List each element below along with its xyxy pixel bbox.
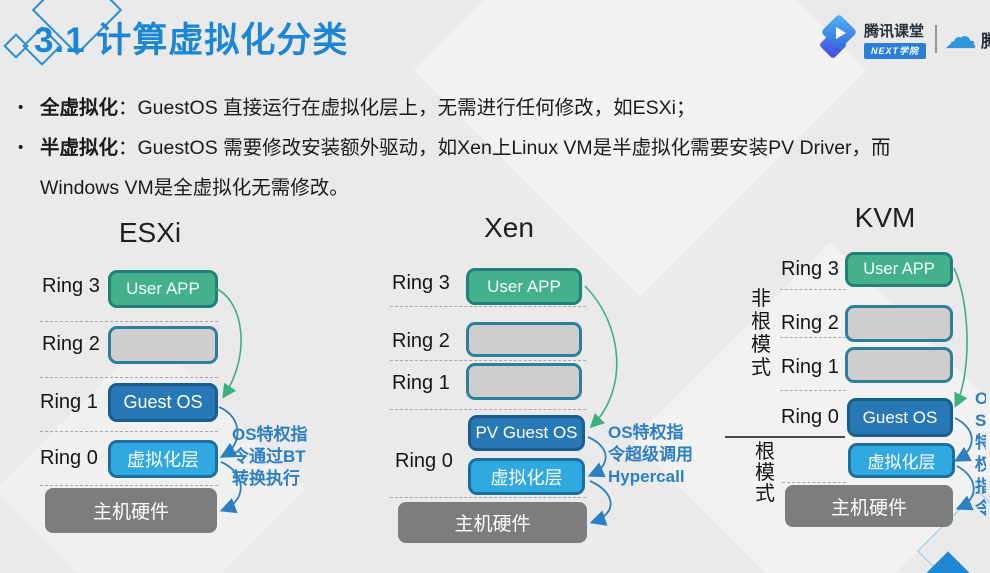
header-logos: 腾讯课堂 NEXT学院 ☁ 腾讯云 bbox=[818, 13, 990, 65]
empty-ring-box bbox=[845, 305, 953, 342]
user-app-box: User APP bbox=[845, 252, 953, 287]
ring-divider bbox=[40, 431, 218, 432]
tencent-classroom-logo-text: 腾讯课堂 bbox=[864, 22, 925, 40]
guest-os-box: Guest OS bbox=[108, 383, 218, 422]
tencent-classroom-logo-icon bbox=[818, 13, 858, 61]
bullet-term: 全虚拟化 bbox=[40, 97, 119, 119]
green-arrow bbox=[953, 267, 968, 408]
page-title: 3.1 计算虚拟化分类 bbox=[34, 21, 349, 60]
mode-divider-line bbox=[725, 436, 845, 438]
bullet-term: 半虚拟化 bbox=[40, 137, 119, 159]
annotation-line: 转换执行 bbox=[232, 469, 300, 488]
empty-ring-box bbox=[466, 363, 582, 400]
ring-divider bbox=[40, 485, 218, 486]
empty-ring-box bbox=[108, 326, 218, 364]
tencent-classroom-logo: 腾讯课堂 NEXT学院 bbox=[864, 20, 928, 59]
root-mode-label: 根模式 bbox=[755, 441, 775, 505]
clipped-annotation: OS特权指令 bbox=[975, 389, 986, 518]
diagram-title: ESXi bbox=[118, 217, 182, 248]
ring-divider bbox=[40, 321, 218, 322]
ring-divider bbox=[40, 377, 218, 378]
diagram-kvm: KVM 非根模式 Ring 3 User APP Ring 2 Ring 1 R… bbox=[698, 190, 990, 550]
hypercall-annotation: OS特权指 令超级调用 Hypercall bbox=[608, 422, 693, 488]
empty-ring-box bbox=[466, 322, 582, 357]
annotation-line: 令超级调用 bbox=[608, 445, 693, 464]
bullet-text: ：GuestOS 需要修改安装额外驱动，如Xen上Linux VM是半虚拟化需要… bbox=[40, 137, 891, 199]
diagram-esxi: ESXi Ring 3 User APP Ring 2 Ring 1 Guest… bbox=[20, 205, 350, 557]
virtualization-layer-box: 虚拟化层 bbox=[848, 443, 955, 478]
non-root-mode-label: 非根模式 bbox=[751, 288, 771, 379]
ring-divider bbox=[780, 390, 846, 391]
ring0-label: Ring 0 bbox=[395, 450, 453, 472]
empty-ring-box bbox=[845, 347, 953, 383]
ring-divider bbox=[390, 497, 586, 498]
ring1-label: Ring 1 bbox=[781, 356, 839, 378]
pv-guest-os-box: PV Guest OS bbox=[468, 415, 585, 451]
play-icon bbox=[836, 27, 846, 39]
ring-divider bbox=[782, 482, 846, 483]
green-arrow bbox=[216, 288, 242, 399]
annotation-line: OS特权指 bbox=[232, 425, 308, 444]
bullet-item-full-virtualization: • 全虚拟化：GuestOS 直接运行在虚拟化层上，无需进行任何修改，如ESXi； bbox=[16, 88, 966, 128]
bullet-item-para-virtualization: • 半虚拟化：GuestOS 需要修改安装额外驱动，如Xen上Linux VM是半… bbox=[16, 128, 966, 208]
annotation-line: OS特权指 bbox=[608, 423, 684, 442]
diamond-decoration-icon bbox=[3, 33, 29, 59]
user-app-box: User APP bbox=[466, 268, 582, 305]
guest-os-box: Guest OS bbox=[847, 398, 953, 437]
diagram-title: KVM bbox=[854, 202, 916, 233]
ring1-label: Ring 1 bbox=[392, 372, 450, 394]
bullet-marker: • bbox=[18, 139, 24, 156]
annotation-line: 令通过BT bbox=[232, 447, 306, 466]
ring-divider bbox=[390, 306, 586, 307]
ring0-label: Ring 0 bbox=[781, 406, 839, 428]
ring2-label: Ring 2 bbox=[781, 312, 839, 334]
next-academy-badge: NEXT学院 bbox=[864, 42, 927, 59]
bullet-list: • 全虚拟化：GuestOS 直接运行在虚拟化层上，无需进行任何修改，如ESXi；… bbox=[16, 88, 966, 208]
ring-divider bbox=[390, 409, 586, 410]
ring-divider bbox=[390, 360, 586, 361]
ring3-label: Ring 3 bbox=[392, 272, 450, 294]
bt-translation-annotation: OS特权指 令通过BT 转换执行 bbox=[232, 424, 308, 490]
bullet-text: ：GuestOS 直接运行在虚拟化层上，无需进行任何修改，如ESXi； bbox=[118, 97, 696, 119]
ring2-label: Ring 2 bbox=[392, 330, 450, 352]
blue-arrow bbox=[953, 417, 973, 462]
ring2-label: Ring 2 bbox=[42, 333, 100, 355]
blue-arrow bbox=[587, 436, 607, 478]
virtualization-layer-box: 虚拟化层 bbox=[108, 440, 218, 478]
virtualization-layer-box: 虚拟化层 bbox=[468, 458, 585, 495]
ring-divider bbox=[780, 289, 846, 290]
annotation-line: Hypercall bbox=[608, 467, 685, 486]
host-hardware-box: 主机硬件 bbox=[45, 488, 217, 533]
ring3-label: Ring 3 bbox=[42, 275, 100, 297]
ring1-label: Ring 1 bbox=[40, 391, 98, 413]
host-hardware-box: 主机硬件 bbox=[398, 502, 587, 543]
tencent-cloud-logo-text: 腾讯云 bbox=[981, 31, 990, 51]
user-app-box: User APP bbox=[108, 270, 218, 308]
ring0-label: Ring 0 bbox=[40, 447, 98, 469]
ring3-label: Ring 3 bbox=[781, 258, 839, 280]
ring-divider bbox=[780, 337, 846, 338]
logo-divider bbox=[935, 25, 937, 53]
blue-arrow bbox=[955, 465, 975, 511]
host-hardware-box: 主机硬件 bbox=[785, 485, 953, 527]
tencent-cloud-icon: ☁ bbox=[944, 18, 977, 55]
diagram-xen: Xen Ring 3 User APP Ring 2 Ring 1 PV Gue… bbox=[370, 198, 730, 558]
bullet-marker: • bbox=[18, 99, 24, 116]
diagram-title: Xen bbox=[484, 212, 534, 243]
green-arrow bbox=[584, 285, 618, 429]
